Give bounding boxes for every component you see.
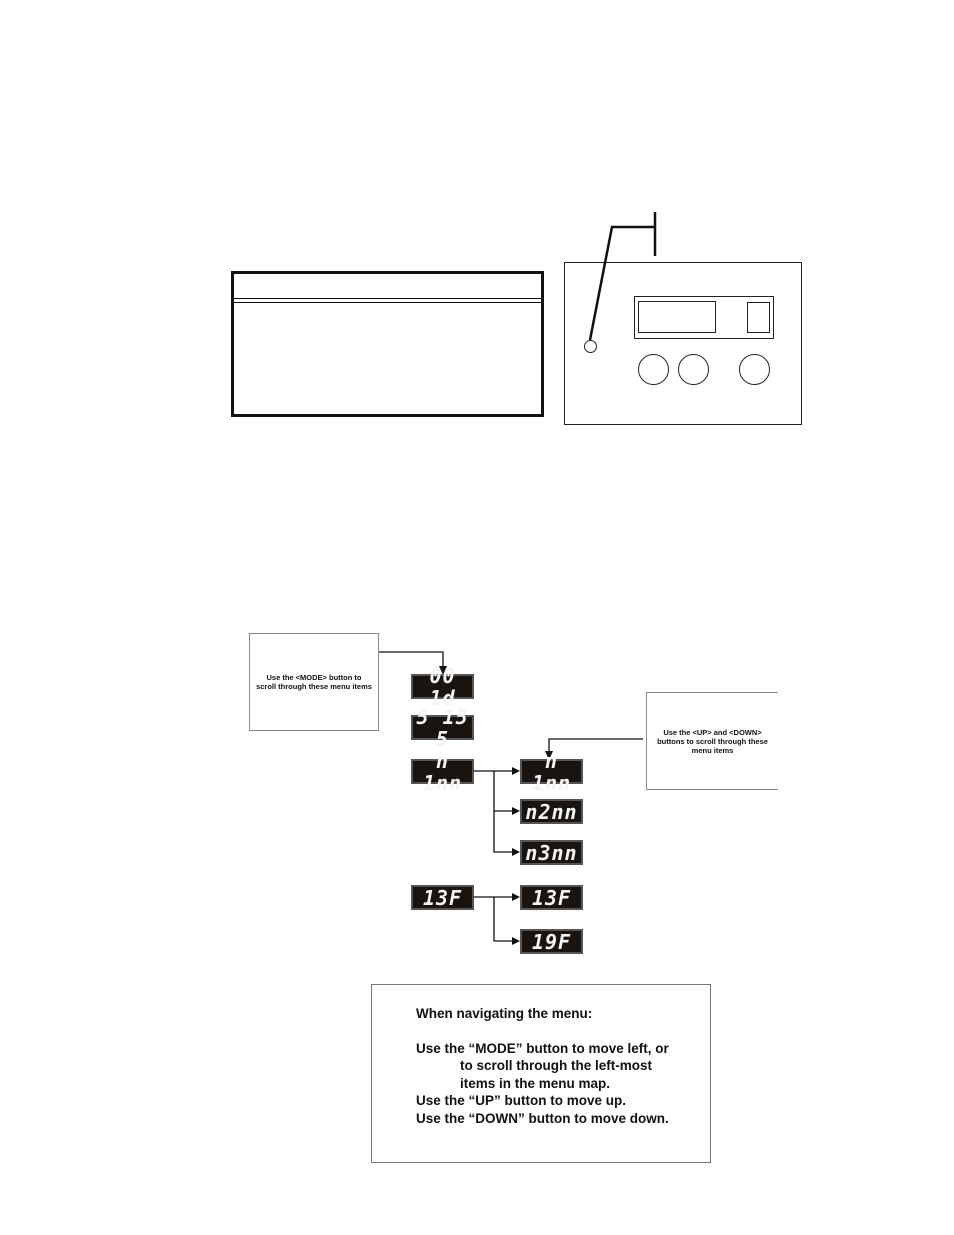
updown-note: Use the <UP> and <DOWN> buttons to scrol… (646, 692, 778, 790)
display-mode-sub2: n2nn (520, 799, 583, 824)
instruction-line: Use the “DOWN” button to move down. (416, 1110, 669, 1126)
instruction-line: to scroll through the left-most (460, 1058, 652, 1073)
display-mode-sub3: n3nn (520, 840, 583, 865)
display-channel: 13F (411, 885, 474, 910)
led-indicator-icon (584, 340, 597, 353)
instruction-line: Use the “UP” button to move up. (416, 1093, 627, 1108)
control-panel-diagram (564, 262, 802, 425)
display-slave: 5 15 5 (411, 706, 474, 750)
display-channel-sub2: 19F (520, 929, 583, 954)
table-header-rule (234, 298, 541, 303)
display-screen (638, 301, 716, 333)
display-mode: n 1nn (411, 750, 474, 794)
table-box (231, 271, 544, 417)
display-indicator (747, 302, 770, 333)
display-frame (634, 296, 774, 339)
instruction-line: items in the menu map. (460, 1075, 611, 1091)
instructions-box: When navigating the menu: Use the “MODE”… (371, 984, 711, 1163)
display-channel-sub1: 13F (520, 885, 583, 910)
instruction-line: Use the “MODE” button to move left, or (416, 1040, 669, 1056)
up-button-icon (678, 354, 709, 385)
mode-note: Use the <MODE> button to scroll through … (249, 633, 379, 731)
instructions-title: When navigating the menu: (416, 1006, 593, 1021)
down-button-icon (739, 354, 770, 385)
display-address: 00 1d (411, 665, 474, 709)
mode-button-icon (638, 354, 669, 385)
display-mode-sub1: n 1nn (520, 750, 583, 794)
